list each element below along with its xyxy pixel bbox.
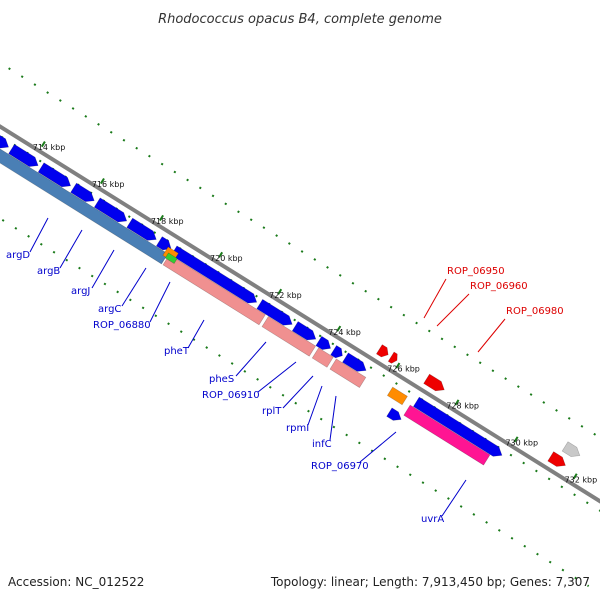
tick-label: 722 kbp — [269, 291, 302, 300]
tick-label: 732 kbp — [565, 475, 598, 484]
label-leader-line — [282, 375, 314, 409]
gene-feature — [561, 441, 581, 457]
tick-label: 714 kbp — [33, 143, 66, 152]
gene-label[interactable]: ROP_06910 — [202, 390, 260, 401]
gene-feature — [386, 407, 402, 421]
genome-summary-text: Topology: linear; Length: 7,913,450 bp; … — [270, 575, 590, 589]
gene-feature — [375, 344, 389, 358]
label-leader-line — [359, 431, 397, 463]
tick-label: 730 kbp — [505, 439, 538, 448]
label-leader-line — [477, 318, 506, 353]
tick-label: 726 kbp — [387, 365, 420, 374]
label-leader-line — [436, 293, 470, 327]
tick-label: 720 kbp — [210, 254, 243, 263]
gene-feature — [547, 451, 566, 467]
label-leader-line — [441, 479, 467, 517]
gene-feature — [403, 404, 491, 466]
feature-layer — [0, 129, 581, 467]
gene-label[interactable]: rplT — [262, 406, 282, 417]
gene-label[interactable]: argJ — [71, 286, 90, 297]
gene-feature — [164, 252, 178, 264]
gene-label-layer: argD argB argJ argC ROP_06880 pheT pheS ROP_069… — [6, 217, 564, 525]
accession-text: Accession: NC_012522 — [8, 575, 144, 589]
gene-label[interactable]: argB — [37, 266, 60, 277]
gene-feature — [70, 182, 95, 202]
tick-mark — [218, 251, 224, 258]
gene-feature — [0, 129, 169, 265]
label-leader-line — [423, 278, 447, 319]
gene-feature — [93, 197, 128, 223]
tick-mark — [40, 141, 46, 148]
tick-mark — [454, 399, 460, 406]
tick-mark — [277, 288, 283, 295]
label-leader-line — [257, 361, 297, 393]
gene-label[interactable]: rpmI — [286, 423, 309, 434]
gene-feature — [261, 316, 317, 357]
tick-mark — [513, 436, 519, 443]
tick-mark — [336, 325, 342, 332]
tick-label: 716 kbp — [92, 180, 125, 189]
gene-feature — [412, 396, 503, 457]
tick-label: 724 kbp — [328, 328, 361, 337]
tick-layer: 714 kbp 716 kbp 718 kbp 720 kbp 722 kbp 724 k… — [33, 141, 598, 484]
label-leader-line — [307, 385, 323, 426]
label-leader-line — [59, 229, 83, 269]
gene-label[interactable]: ROP_06950 — [447, 266, 505, 277]
tick-mark — [395, 362, 401, 369]
label-leader-line — [91, 249, 115, 289]
dotted-guide-line — [8, 67, 600, 439]
gene-label[interactable]: ROP_06970 — [311, 461, 369, 472]
gene-feature — [291, 321, 317, 341]
gene-feature — [256, 298, 293, 326]
label-leader-line — [187, 319, 205, 349]
gene-label[interactable]: uvrA — [421, 514, 444, 525]
gene-feature — [126, 217, 157, 241]
tick-mark — [159, 214, 164, 222]
gene-label[interactable]: ROP_06980 — [506, 306, 564, 317]
gene-feature — [387, 351, 398, 364]
gene-label[interactable]: infC — [312, 439, 332, 450]
gene-feature — [8, 143, 39, 167]
label-leader-line — [235, 341, 267, 377]
gene-feature — [386, 386, 408, 406]
gene-label[interactable]: pheT — [164, 346, 190, 357]
gene-feature — [162, 254, 266, 326]
map-title: Rhodococcus opacus B4, complete genome — [158, 12, 442, 27]
gene-feature — [330, 345, 343, 359]
gene-feature — [342, 352, 367, 372]
label-leader-line — [29, 217, 49, 253]
tick-label: 718 kbp — [151, 217, 184, 226]
gene-label[interactable]: pheS — [209, 374, 234, 385]
gene-label[interactable]: argC — [98, 304, 121, 315]
dotted-guide-line — [0, 217, 590, 588]
tick-mark — [99, 177, 105, 185]
gene-label[interactable]: argD — [6, 250, 30, 261]
tick-mark — [572, 473, 578, 480]
gene-label[interactable]: ROP_06960 — [470, 281, 528, 292]
gene-feature — [329, 358, 367, 388]
gene-feature — [423, 373, 445, 392]
genome-backbone — [0, 124, 600, 504]
gene-feature — [37, 162, 72, 188]
gene-feature — [315, 335, 331, 350]
gene-label[interactable]: ROP_06880 — [93, 320, 151, 331]
gene-feature — [0, 132, 9, 149]
tick-label: 728 kbp — [446, 402, 479, 411]
gene-feature — [311, 347, 334, 368]
label-leader-line — [121, 267, 147, 307]
label-leader-line — [329, 395, 337, 441]
label-leader-line — [149, 281, 171, 323]
